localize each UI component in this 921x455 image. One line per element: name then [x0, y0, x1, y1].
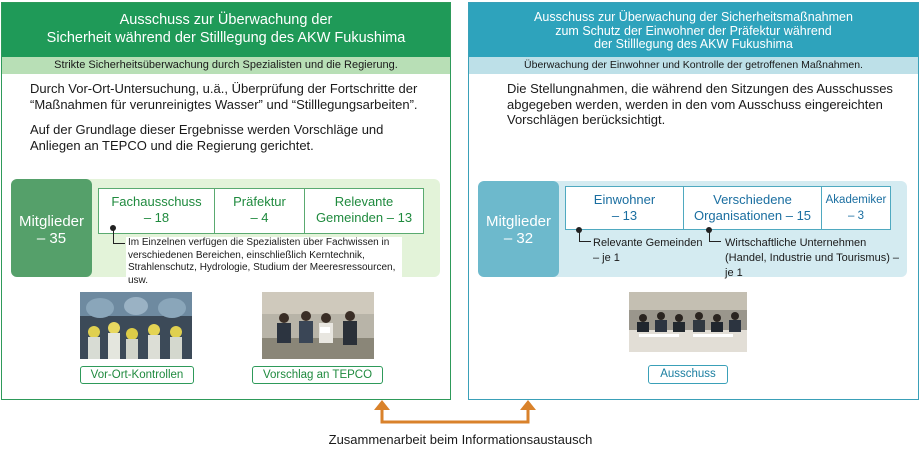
municipality-note: Relevante Gemeinden – je 1 — [593, 237, 703, 264]
group-count: – 18 — [143, 210, 170, 225]
right-panel-subtitle: Überwachung der Einwohner und Kontrolle … — [469, 57, 918, 74]
right-paragraph-1: Die Stellungnahmen, die während den Sitz… — [507, 81, 893, 127]
note-dot — [110, 225, 116, 231]
photo-caption-onsite: Vor-Ort-Kontrollen — [80, 366, 194, 384]
left-description: Durch Vor-Ort-Untersuchung, u.ä., Überpr… — [30, 81, 432, 163]
note1-connector — [579, 230, 591, 242]
member-group-praefektur: Präfektur – 4 — [215, 189, 305, 233]
note2-connector — [709, 230, 721, 242]
specialist-note: Im Einzelnen verfügen die Spezialisten ü… — [126, 237, 402, 287]
group-count: Gemeinden – 13 — [315, 210, 413, 225]
left-title-line2: Sicherheit während der Stilllegung des A… — [46, 30, 406, 46]
right-panel-title: Ausschuss zur Überwachung der Sicherheit… — [469, 3, 918, 57]
note-connector — [113, 228, 125, 244]
left-committee-panel: Ausschuss zur Überwachung der Sicherheit… — [1, 2, 451, 400]
group-name: Präfektur — [233, 194, 286, 209]
left-paragraph-2: Auf der Grundlage dieser Ergebnisse werd… — [30, 122, 384, 153]
left-title-line1: Ausschuss zur Überwachung der — [119, 12, 333, 28]
right-title-line2: zum Schutz der Einwohner der Präfektur w… — [555, 23, 832, 38]
group-count: – 13 — [611, 208, 638, 223]
group-name: Relevante — [334, 194, 394, 209]
photo-tepco-proposal — [262, 292, 374, 359]
group-name: Fachausschuss — [111, 194, 202, 209]
photo-committee-session — [629, 292, 747, 352]
group-count: – 4 — [250, 210, 269, 225]
right-committee-panel: Ausschuss zur Überwachung der Sicherheit… — [468, 2, 919, 400]
right-member-groups: Einwohner – 13 Verschiedene Organisation… — [565, 186, 891, 230]
left-member-groups: Fachausschuss – 18 Präfektur – 4 Relevan… — [98, 188, 424, 234]
note2-dot — [706, 227, 712, 233]
cooperation-label: Zusammenarbeit beim Informationsaustausc… — [328, 432, 593, 447]
right-description: Die Stellungnahmen, die während den Sitz… — [507, 81, 900, 138]
member-group-fachausschuss: Fachausschuss – 18 — [99, 189, 215, 233]
member-group-gemeinden: Relevante Gemeinden – 13 — [305, 189, 423, 233]
right-members-badge: Mitglieder – 32 — [478, 181, 559, 277]
group-name: Akademiker — [825, 194, 887, 206]
right-members-count: – 32 — [503, 230, 534, 247]
right-members-label: Mitglieder — [485, 213, 552, 230]
member-group-einwohner: Einwohner – 13 — [566, 187, 684, 229]
right-title-line1: Ausschuss zur Überwachung der Sicherheit… — [534, 10, 853, 24]
business-note: Wirtschaftliche Unternehmen (Handel, Ind… — [725, 237, 900, 279]
photo-caption-committee: Ausschuss — [648, 365, 728, 384]
group-name: Einwohner — [593, 192, 656, 207]
left-members-count: – 35 — [36, 230, 67, 247]
group-name: Verschiedene — [713, 192, 792, 207]
right-title-line3: der Stilllegung des AKW Fukushima — [594, 37, 793, 51]
cooperation-arrow-icon — [374, 400, 536, 424]
left-panel-title: Ausschuss zur Überwachung der Sicherheit… — [2, 3, 450, 57]
group-count: – 3 — [848, 210, 864, 222]
photo-caption-tepco: Vorschlag an TEPCO — [252, 366, 383, 384]
group-count: Organisationen – 15 — [693, 208, 812, 223]
member-group-akademiker: Akademiker – 3 — [822, 187, 890, 229]
member-group-organisationen: Verschiedene Organisationen – 15 — [684, 187, 822, 229]
left-paragraph-1: Durch Vor-Ort-Untersuchung, u.ä., Überpr… — [30, 81, 418, 112]
left-panel-subtitle: Strikte Sicherheitsüberwachung durch Spe… — [2, 57, 450, 74]
photo-onsite-inspection — [80, 292, 192, 359]
left-members-badge: Mitglieder – 35 — [11, 179, 92, 277]
left-members-label: Mitglieder — [18, 213, 85, 230]
note1-dot — [576, 227, 582, 233]
